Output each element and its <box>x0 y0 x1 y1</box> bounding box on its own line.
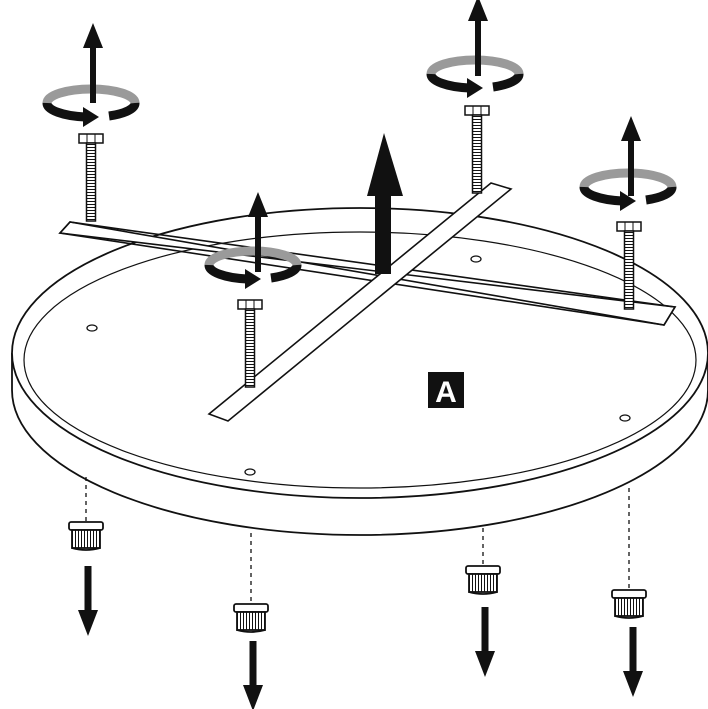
part-label-text: A <box>435 376 457 409</box>
mounting-holes <box>86 255 631 476</box>
foot-middle-right <box>465 565 501 677</box>
support-bracket-cross <box>207 182 513 422</box>
foot-center <box>233 603 269 709</box>
foot-right <box>611 589 647 697</box>
foot-guide-lines <box>85 477 630 603</box>
foot-left <box>68 521 104 636</box>
lift-arrow-icon <box>367 133 403 274</box>
screw-back-right <box>431 0 519 194</box>
support-bracket-long <box>58 221 677 326</box>
tabletop <box>11 207 708 536</box>
screw-front-left <box>47 23 135 222</box>
part-label: A <box>428 372 464 409</box>
